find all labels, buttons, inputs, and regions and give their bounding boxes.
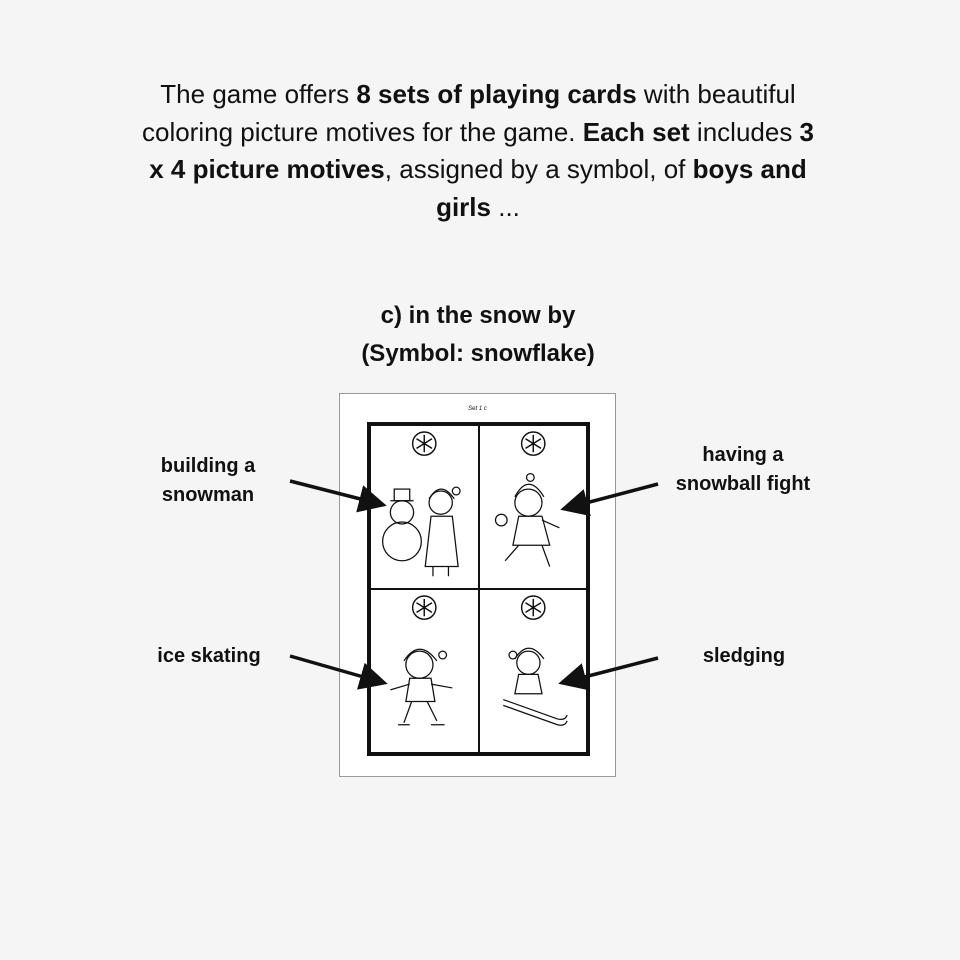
card-grid xyxy=(367,422,590,756)
sledging-illustration xyxy=(502,595,568,726)
snowflake-icon xyxy=(520,431,546,456)
intro-text: The game offers 8 sets of playing cards … xyxy=(140,76,816,226)
intro-part: ... xyxy=(491,191,520,222)
label-snowball-fight: having a snowball fight xyxy=(675,444,811,495)
card-skating xyxy=(370,589,479,753)
set-label: Set 1 c xyxy=(468,406,487,412)
subheading: c) in the snow by (Symbol: snowflake) xyxy=(280,297,676,373)
intro-part: with beautiful coloring picture motives … xyxy=(141,79,796,147)
intro-bold: 3 x 4 picture motives xyxy=(149,116,815,185)
intro-bold: 8 sets of playing cards xyxy=(356,79,637,109)
intro-part: The game offers xyxy=(160,79,357,109)
card-snowman xyxy=(370,425,479,589)
label-building-snowman: building a snowman xyxy=(160,455,256,506)
subheading-line: (Symbol: snowflake) xyxy=(361,340,595,367)
snowflake-icon xyxy=(411,431,437,456)
card-sledging xyxy=(478,589,587,753)
intro-part: includes xyxy=(689,116,800,147)
snowflake-icon xyxy=(411,595,437,620)
card-snowball xyxy=(478,425,587,589)
intro-bold: Each set xyxy=(582,116,690,147)
snowflake-icon xyxy=(520,595,546,620)
intro-part: , assigned by a symbol, of xyxy=(384,154,693,184)
skating-illustration xyxy=(390,595,453,726)
intro-bold: boys and girls xyxy=(436,154,807,222)
subheading-line: c) in the snow by xyxy=(380,302,576,329)
snowman-illustration xyxy=(381,431,461,577)
card-sheet: Set 1 c xyxy=(339,393,616,777)
label-sledging: sledging xyxy=(702,645,786,667)
snowball-illustration xyxy=(494,431,560,567)
label-ice-skating: ice skating xyxy=(157,645,261,667)
